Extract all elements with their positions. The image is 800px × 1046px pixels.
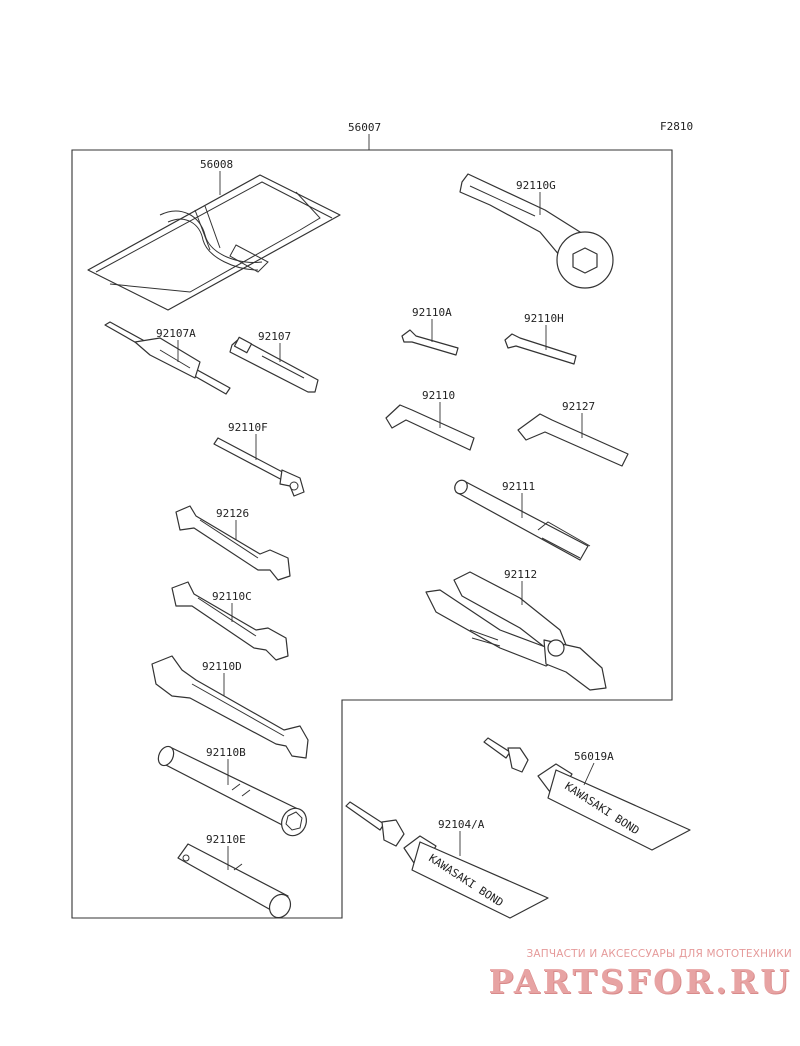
label-92107: 92107 bbox=[258, 330, 291, 343]
label-92112: 92112 bbox=[504, 568, 537, 581]
label-92110F: 92110F bbox=[228, 421, 268, 434]
handle-bar-drawing bbox=[454, 479, 591, 561]
figure-code: F2810 bbox=[660, 120, 693, 133]
socket-b-drawing bbox=[157, 745, 307, 837]
label-92111: 92111 bbox=[502, 480, 535, 493]
label-92107A: 92107A bbox=[156, 327, 196, 340]
hex-key-a-drawing bbox=[401, 329, 459, 356]
label-92110: 92110 bbox=[422, 389, 455, 402]
hex-key-l-drawing bbox=[517, 413, 629, 467]
watermark-logo: PARTSFOR.RU bbox=[488, 962, 792, 1001]
label-92104A: 92104/A bbox=[438, 818, 485, 831]
label-92110G: 92110G bbox=[516, 179, 556, 192]
hex-key-drawing bbox=[385, 404, 475, 451]
label-92110C: 92110C bbox=[212, 590, 252, 603]
label-92110D: 92110D bbox=[202, 660, 242, 673]
label-56019A: 56019A bbox=[574, 750, 614, 763]
label-92110H: 92110H bbox=[524, 312, 564, 325]
wrench-d-drawing bbox=[151, 655, 309, 759]
socket-e-drawing bbox=[177, 843, 292, 919]
box-wrench-drawing bbox=[459, 173, 614, 289]
watermark: ЗАПЧАСТИ И АКСЕССУАРЫ ДЛЯ МОТОТЕХНИКИ PA… bbox=[488, 948, 792, 1001]
tool-case-drawing bbox=[87, 174, 341, 311]
label-92127: 92127 bbox=[562, 400, 595, 413]
watermark-tagline: ЗАПЧАСТИ И АКСЕССУАРЫ ДЛЯ МОТОТЕХНИКИ bbox=[526, 948, 792, 960]
label-56008: 56008 bbox=[200, 158, 233, 171]
label-92110E: 92110E bbox=[206, 833, 246, 846]
wrench-c-drawing bbox=[171, 581, 289, 661]
label-92110B: 92110B bbox=[206, 746, 246, 759]
wrench-126-drawing bbox=[175, 505, 291, 581]
driver-bit-drawing bbox=[229, 336, 319, 393]
pliers-drawing bbox=[425, 571, 607, 691]
wrench-f-drawing bbox=[213, 437, 305, 497]
driver-bit-a-drawing bbox=[104, 321, 231, 395]
label-92110A: 92110A bbox=[412, 306, 452, 319]
assembly-frame bbox=[71, 149, 673, 919]
assembly-label: 56007 bbox=[348, 121, 381, 134]
hex-key-h-drawing bbox=[504, 333, 577, 365]
label-92126: 92126 bbox=[216, 507, 249, 520]
